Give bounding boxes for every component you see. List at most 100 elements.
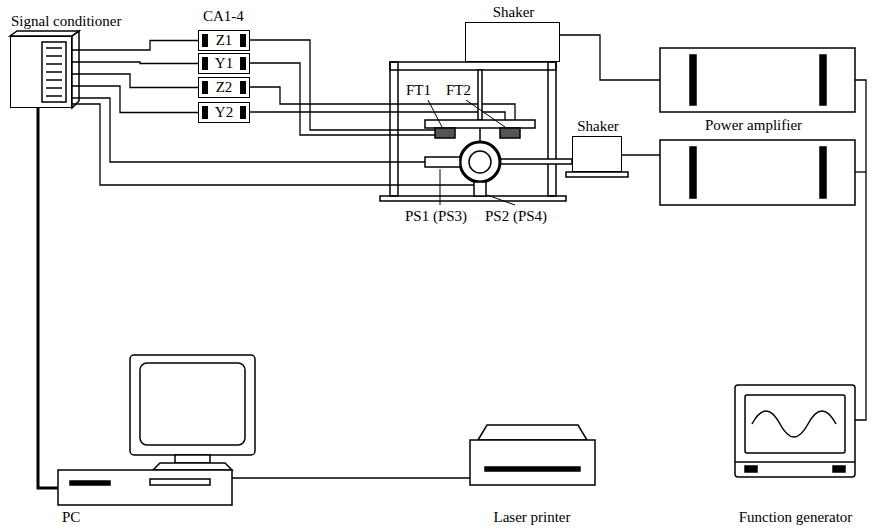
signal-cable xyxy=(38,108,58,488)
conditioner-device xyxy=(46,47,62,49)
computer-figure xyxy=(150,479,210,485)
test-rig xyxy=(460,142,500,182)
sensor-label: FT2 xyxy=(446,82,471,99)
box-text: Y2 xyxy=(215,104,233,121)
power-amplifier xyxy=(660,140,855,205)
signal-wire xyxy=(250,40,435,130)
shaker-box: Shaker xyxy=(465,22,560,62)
printer-figure xyxy=(462,425,595,485)
computer-figure xyxy=(175,455,210,463)
printer-figure xyxy=(462,477,470,479)
test-rig xyxy=(435,128,455,138)
computer-figure xyxy=(70,481,110,485)
test-frame xyxy=(380,196,566,201)
power-amplifier xyxy=(660,48,855,205)
conditioner-device xyxy=(46,71,62,73)
sensor-label: PS2 (PS4) xyxy=(485,208,547,225)
test-rig xyxy=(479,128,481,142)
signal-cable xyxy=(260,477,462,479)
conditioner-device xyxy=(46,79,62,81)
charge-amplifier: Y2 xyxy=(198,102,250,123)
charge-amplifier: Y1 xyxy=(198,53,250,74)
computer-figure xyxy=(58,355,260,505)
leader-line xyxy=(428,100,515,205)
function-generator-figure xyxy=(752,411,836,437)
signal-wire xyxy=(72,98,425,162)
power-amplifier xyxy=(690,55,696,105)
box-text: Z2 xyxy=(216,79,233,96)
conditioner-device xyxy=(46,95,62,97)
conditioner-device xyxy=(10,31,79,108)
computer-figure xyxy=(130,355,255,455)
test-rig xyxy=(425,157,460,167)
drive-wire xyxy=(855,171,866,172)
charge-amplifier: Z1 xyxy=(198,30,250,51)
device-name: PC xyxy=(62,509,80,526)
laser-printer: Laser printer xyxy=(462,410,602,527)
device-name: Function generator xyxy=(739,509,853,526)
drive-wire xyxy=(622,154,660,155)
conditioner-device xyxy=(72,31,79,108)
computer-figure xyxy=(153,463,232,470)
signal-cable xyxy=(72,41,198,51)
test-rig xyxy=(474,182,486,196)
test-rig xyxy=(469,151,491,173)
test-frame xyxy=(380,62,566,201)
leader-line xyxy=(428,100,442,127)
device-name: Laser printer xyxy=(493,509,570,526)
function-generator-figure xyxy=(745,395,845,453)
charge-amplifier: Z2 xyxy=(198,77,250,98)
printer-figure xyxy=(478,425,587,440)
test-rig xyxy=(478,70,482,120)
power-amplifier xyxy=(690,147,696,198)
signal-wire xyxy=(250,63,435,135)
printer-figure xyxy=(470,440,595,485)
sensor-label: PS1 (PS3) xyxy=(405,208,467,225)
box-text: Y1 xyxy=(215,55,233,72)
computer-figure xyxy=(58,470,232,505)
shaker-box: Shaker xyxy=(572,136,622,172)
device-name: Signal conditioner xyxy=(11,13,121,30)
leader-line xyxy=(466,100,505,127)
function-generator-figure xyxy=(735,385,855,477)
drive-wire xyxy=(560,35,866,420)
computer: PC xyxy=(58,355,260,527)
drive-wire xyxy=(855,80,866,420)
power-amplifier xyxy=(820,147,826,198)
conditioner-device xyxy=(42,42,66,102)
test-rig xyxy=(500,128,520,138)
signal-wire xyxy=(250,87,515,120)
printer-figure xyxy=(485,467,580,471)
test-rig xyxy=(425,70,628,196)
function-generator-figure xyxy=(735,385,855,477)
leader-line xyxy=(440,169,441,205)
signal-cable xyxy=(72,86,198,113)
device-name: Shaker xyxy=(577,118,619,135)
conditioner-device xyxy=(46,87,62,89)
signal-cable xyxy=(72,62,198,64)
leader-line xyxy=(487,195,515,205)
function-generator: Function generator xyxy=(728,380,863,527)
computer-figure xyxy=(232,477,260,479)
device-name: Shaker xyxy=(493,4,535,21)
test-rig xyxy=(566,172,628,177)
function-generator-figure xyxy=(745,466,757,472)
function-generator-figure xyxy=(735,461,855,463)
signal-wire xyxy=(72,104,474,185)
test-frame xyxy=(390,62,556,70)
group-label: CA1-4 xyxy=(203,8,244,25)
drive-wire xyxy=(560,35,660,80)
power-amplifier xyxy=(820,55,826,105)
conditioner-device xyxy=(46,63,62,65)
device-label: Power amplifier xyxy=(705,117,802,134)
computer-figure xyxy=(140,363,245,445)
power-amplifier xyxy=(660,48,855,112)
signal-wire xyxy=(250,112,505,120)
sensor-label: FT1 xyxy=(406,82,431,99)
conditioner-device xyxy=(46,55,62,57)
function-generator-figure xyxy=(833,466,845,472)
test-frame xyxy=(390,62,398,196)
